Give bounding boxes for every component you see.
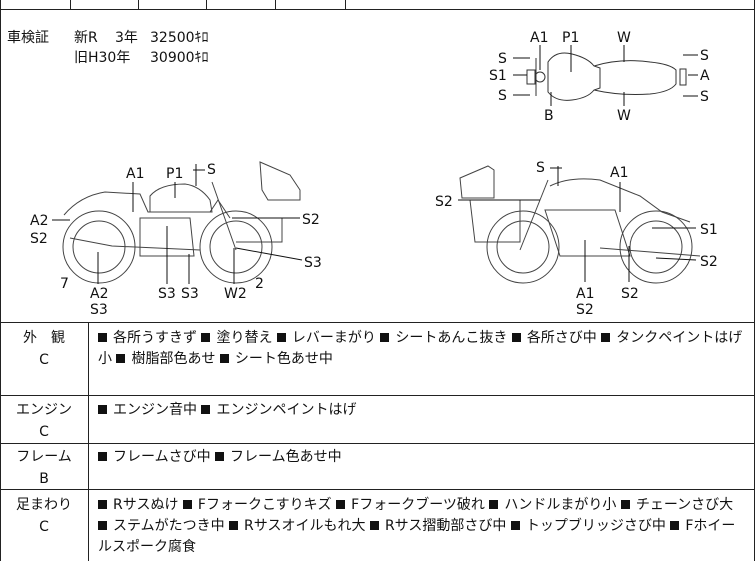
notes-engine: エンジン音中 エンジンペイントはげ (98, 400, 748, 421)
top-label: P1 (562, 30, 579, 46)
grade: C (39, 352, 49, 368)
list-item: ハンドルまがり小 (489, 497, 620, 513)
list-item: Fホイールスポーク腐食 (98, 518, 736, 555)
category-label: フレーム (16, 449, 72, 465)
top-view-motorcycle-icon (526, 52, 687, 101)
list-item: 塗り替え (201, 330, 276, 346)
left-label: S3 (181, 286, 199, 302)
grade: C (39, 424, 49, 440)
grade: C (39, 519, 49, 535)
category-label: エンジン (16, 402, 72, 418)
top-label: S (498, 88, 507, 104)
right-label: A1 (576, 286, 594, 302)
list-item: エンジンペイントはげ (201, 402, 356, 418)
list-item: タンクペイントはげ小 (98, 330, 743, 367)
list-item: 樹脂部色あせ (116, 351, 219, 367)
list-item: Rサスオイルもれ大 (229, 518, 370, 534)
left-label: A1 (126, 166, 144, 182)
top-label: A (700, 68, 710, 84)
list-item: 各所うすきず (98, 330, 201, 346)
category-exterior: 外 観 C (0, 327, 88, 371)
list-item: フレームさび中 (98, 449, 215, 465)
list-item: フレーム色あせ中 (215, 449, 342, 465)
list-item: Fフォークこすりキズ (182, 497, 336, 513)
list-item: Rサス摺動部さび中 (369, 518, 511, 534)
left-label: P1 (166, 166, 183, 182)
top-label: B (544, 108, 554, 124)
left-label: S2 (30, 231, 48, 247)
right-side-motorcycle-icon (459, 165, 701, 284)
right-label: S2 (621, 286, 639, 302)
new-years: 3年 (115, 30, 138, 46)
category-column-divider (88, 322, 89, 561)
left-label: A2 (30, 213, 48, 229)
top-label: S (700, 89, 709, 105)
left-side-motorcycle-icon (62, 161, 301, 284)
top-label: W (617, 108, 631, 124)
left-label: 2 (255, 276, 264, 292)
category-label: 外 観 (23, 330, 65, 346)
notes-suspension: Rサスぬけ Fフォークこすりキズ Fフォークブーツ破れ ハンドルまがり小 チェー… (98, 495, 748, 558)
old-label: 旧H30年 (74, 50, 131, 66)
list-item: Fフォークブーツ破れ (336, 497, 489, 513)
notes-exterior: 各所うすきず 塗り替え レバーまがり シートあんこ抜き 各所さび中 タンクペイン… (98, 328, 748, 370)
top-label: A1 (530, 30, 548, 46)
list-item: シートあんこ抜き (380, 330, 511, 346)
right-label: A1 (610, 165, 628, 181)
left-label: W2 (224, 286, 247, 302)
category-suspension: 足まわり C (0, 494, 88, 538)
table-top-border (0, 322, 755, 323)
left-label: A2 (90, 286, 108, 302)
category-engine: エンジン C (0, 399, 88, 443)
right-label: S1 (700, 222, 718, 238)
grade: B (39, 471, 49, 487)
list-item: ステムがたつき中 (98, 518, 229, 534)
right-label: S (536, 160, 545, 176)
list-item: チェーンさび大 (620, 497, 733, 513)
left-label: 7 (60, 276, 69, 292)
top-border (0, 9, 755, 10)
motorcycle-diagrams: S S1 S A1 P1 W S A S B W (30, 30, 718, 318)
left-label: S (207, 162, 216, 178)
top-label: W (617, 30, 631, 46)
category-frame: フレーム B (0, 446, 88, 490)
category-label: 足まわり (16, 497, 72, 513)
left-label: S3 (90, 302, 108, 318)
right-label: S2 (700, 254, 718, 270)
list-item: シート色あせ中 (219, 351, 333, 367)
left-label: S3 (304, 255, 322, 271)
right-label: S2 (435, 194, 453, 210)
top-label: S1 (489, 68, 507, 84)
registration-label: 車検証 (7, 30, 49, 46)
new-distance: 32500ｷﾛ (150, 30, 209, 46)
top-label: S (498, 51, 507, 67)
notes-frame: フレームさび中 フレーム色あせ中 (98, 447, 748, 468)
list-item: トップブリッジさび中 (510, 518, 670, 534)
left-label: S2 (302, 212, 320, 228)
list-item: レバーまがり (276, 330, 380, 346)
old-distance: 30900ｷﾛ (150, 50, 209, 66)
list-item: 各所さび中 (511, 330, 601, 346)
list-item: Rサスぬけ (98, 497, 183, 513)
left-label: S3 (158, 286, 176, 302)
new-label: 新R (74, 30, 98, 46)
list-item: エンジン音中 (98, 402, 201, 418)
right-label: S2 (576, 302, 594, 318)
top-label: S (700, 48, 709, 64)
